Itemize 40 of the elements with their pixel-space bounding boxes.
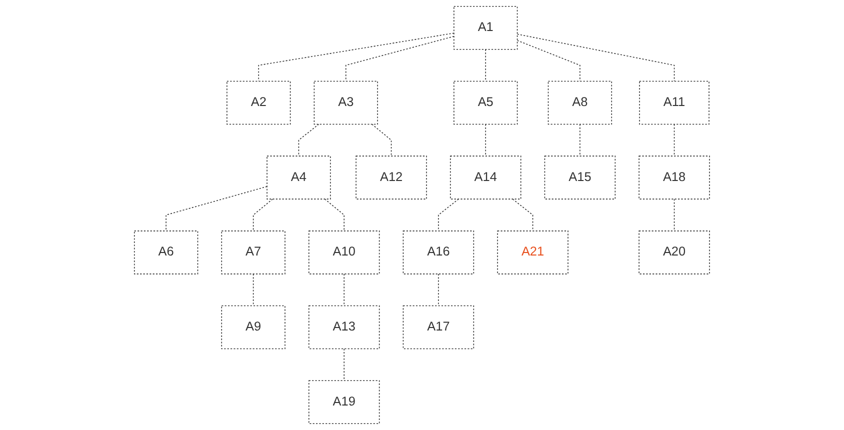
connector — [516, 34, 675, 82]
connector — [438, 198, 459, 232]
node-box: A19 — [308, 380, 380, 424]
node-box: A11 — [639, 80, 710, 125]
connector — [512, 198, 534, 232]
node-box: A10 — [308, 230, 380, 274]
connector — [252, 198, 274, 232]
connector — [438, 274, 439, 306]
node-box: A2 — [226, 80, 291, 125]
connector — [674, 198, 675, 232]
node-box: A14 — [450, 156, 522, 200]
node-box: A1 — [454, 6, 518, 50]
connector — [485, 48, 486, 82]
node-box: A8 — [548, 80, 612, 125]
connector — [324, 198, 345, 232]
node-box: A15 — [544, 156, 616, 200]
connector — [344, 274, 345, 306]
connector — [258, 32, 454, 82]
node-box: A21 — [497, 230, 568, 274]
node-box: A16 — [402, 230, 474, 274]
connector — [252, 274, 254, 306]
node-box: A3 — [314, 80, 378, 125]
connector — [485, 124, 486, 156]
node-box: A4 — [266, 156, 331, 200]
node-box: A20 — [638, 230, 710, 274]
connector — [372, 124, 392, 156]
connector — [674, 124, 675, 156]
connector — [166, 186, 268, 232]
node-box: A18 — [638, 156, 710, 200]
node-box: A17 — [402, 305, 474, 350]
node-box: A6 — [134, 230, 198, 274]
node-box: A9 — [221, 305, 286, 350]
connector — [344, 348, 345, 382]
node-box: A5 — [454, 80, 518, 125]
connector — [516, 40, 580, 82]
node-box: A13 — [308, 305, 380, 350]
node-box: A12 — [356, 156, 427, 200]
node-box: A7 — [221, 230, 286, 274]
connector — [346, 36, 454, 82]
connector — [298, 124, 320, 156]
